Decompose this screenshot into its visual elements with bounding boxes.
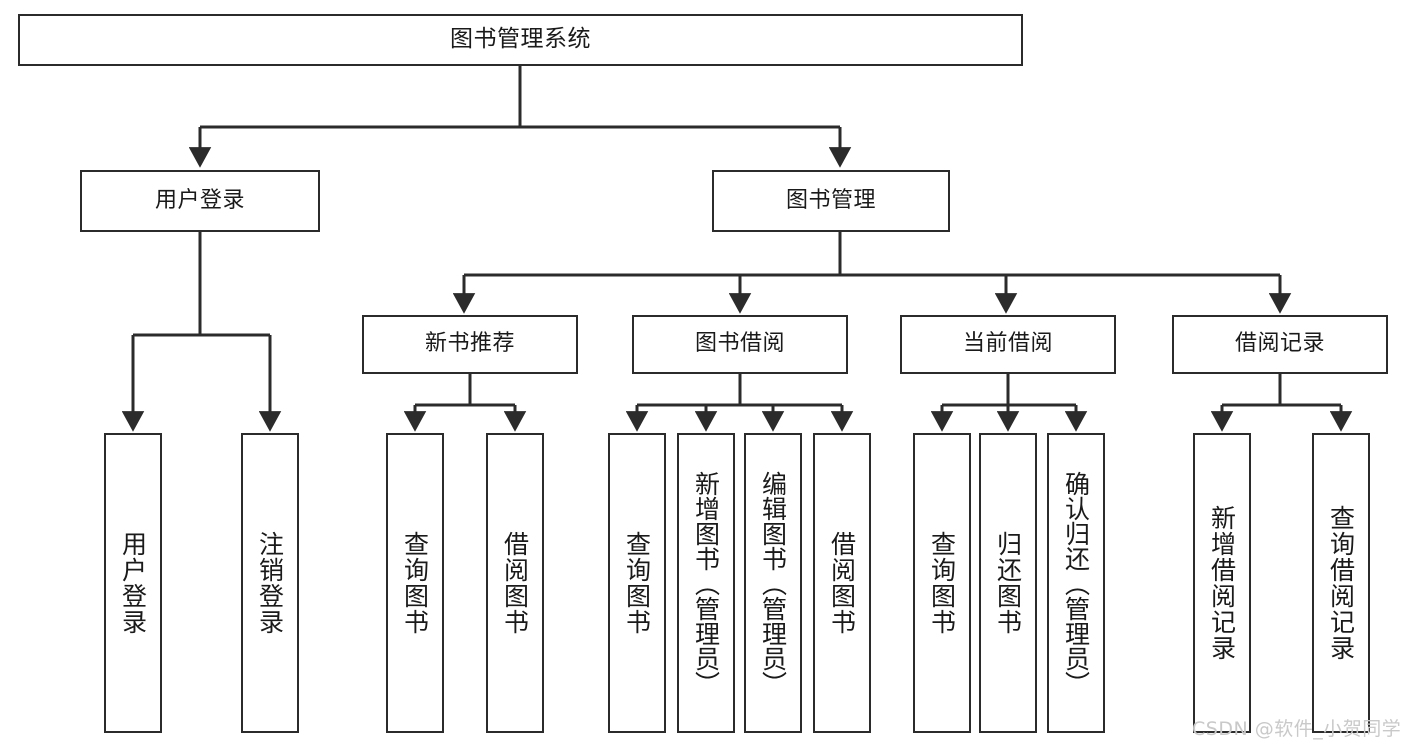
node-leaf-query-record[interactable]: 查询借阅记录 xyxy=(1312,433,1370,733)
node-label: 归还图书 xyxy=(993,531,1023,635)
node-label: 借阅图书 xyxy=(500,531,530,635)
node-label: 借阅图书 xyxy=(827,531,857,635)
node-label: 借阅记录 xyxy=(1234,331,1325,357)
node-label: 用户登录 xyxy=(154,187,245,213)
node-leaf-return-book[interactable]: 归还图书 xyxy=(979,433,1037,733)
node-new-book-recommend[interactable]: 新书推荐 xyxy=(362,315,578,374)
node-leaf-borrow-book-1[interactable]: 借阅图书 xyxy=(486,433,544,733)
node-leaf-logout-login[interactable]: 注销登录 xyxy=(241,433,299,733)
node-label: 用户登录 xyxy=(118,531,148,635)
node-leaf-query-book-1[interactable]: 查询图书 xyxy=(386,433,444,733)
node-label: 查询图书 xyxy=(400,531,430,635)
node-label: 新增图书（管理员） xyxy=(691,470,721,696)
node-leaf-confirm-return[interactable]: 确认归还（管理员） xyxy=(1047,433,1105,733)
node-leaf-add-record[interactable]: 新增借阅记录 xyxy=(1193,433,1251,733)
node-label: 图书管理 xyxy=(785,187,876,213)
node-leaf-borrow-book-2[interactable]: 借阅图书 xyxy=(813,433,871,733)
node-label: 新书推荐 xyxy=(424,331,515,357)
node-label: 当前借阅 xyxy=(962,331,1053,357)
node-label: 新增借阅记录 xyxy=(1207,505,1237,661)
node-book-borrow[interactable]: 图书借阅 xyxy=(632,315,848,374)
node-label: 查询图书 xyxy=(622,531,652,635)
node-leaf-edit-book[interactable]: 编辑图书（管理员） xyxy=(744,433,802,733)
node-leaf-user-login[interactable]: 用户登录 xyxy=(104,433,162,733)
node-leaf-query-book-2[interactable]: 查询图书 xyxy=(608,433,666,733)
node-label: 查询图书 xyxy=(927,531,957,635)
node-current-borrow[interactable]: 当前借阅 xyxy=(900,315,1116,374)
node-label: 图书借阅 xyxy=(694,331,785,357)
node-borrow-record[interactable]: 借阅记录 xyxy=(1172,315,1388,374)
csdn-watermark: CSDN @软件_小贺同学 xyxy=(1192,718,1402,740)
node-leaf-query-book-3[interactable]: 查询图书 xyxy=(913,433,971,733)
node-label: 图书管理系统 xyxy=(450,26,591,53)
node-label: 确认归还（管理员） xyxy=(1061,470,1091,696)
node-label: 编辑图书（管理员） xyxy=(758,470,788,696)
node-root-book-management-system[interactable]: 图书管理系统 xyxy=(18,14,1023,66)
node-label: 注销登录 xyxy=(255,531,285,635)
node-book-manage[interactable]: 图书管理 xyxy=(712,170,950,232)
node-leaf-add-book[interactable]: 新增图书（管理员） xyxy=(677,433,735,733)
node-user-login[interactable]: 用户登录 xyxy=(80,170,320,232)
node-label: 查询借阅记录 xyxy=(1326,505,1356,661)
